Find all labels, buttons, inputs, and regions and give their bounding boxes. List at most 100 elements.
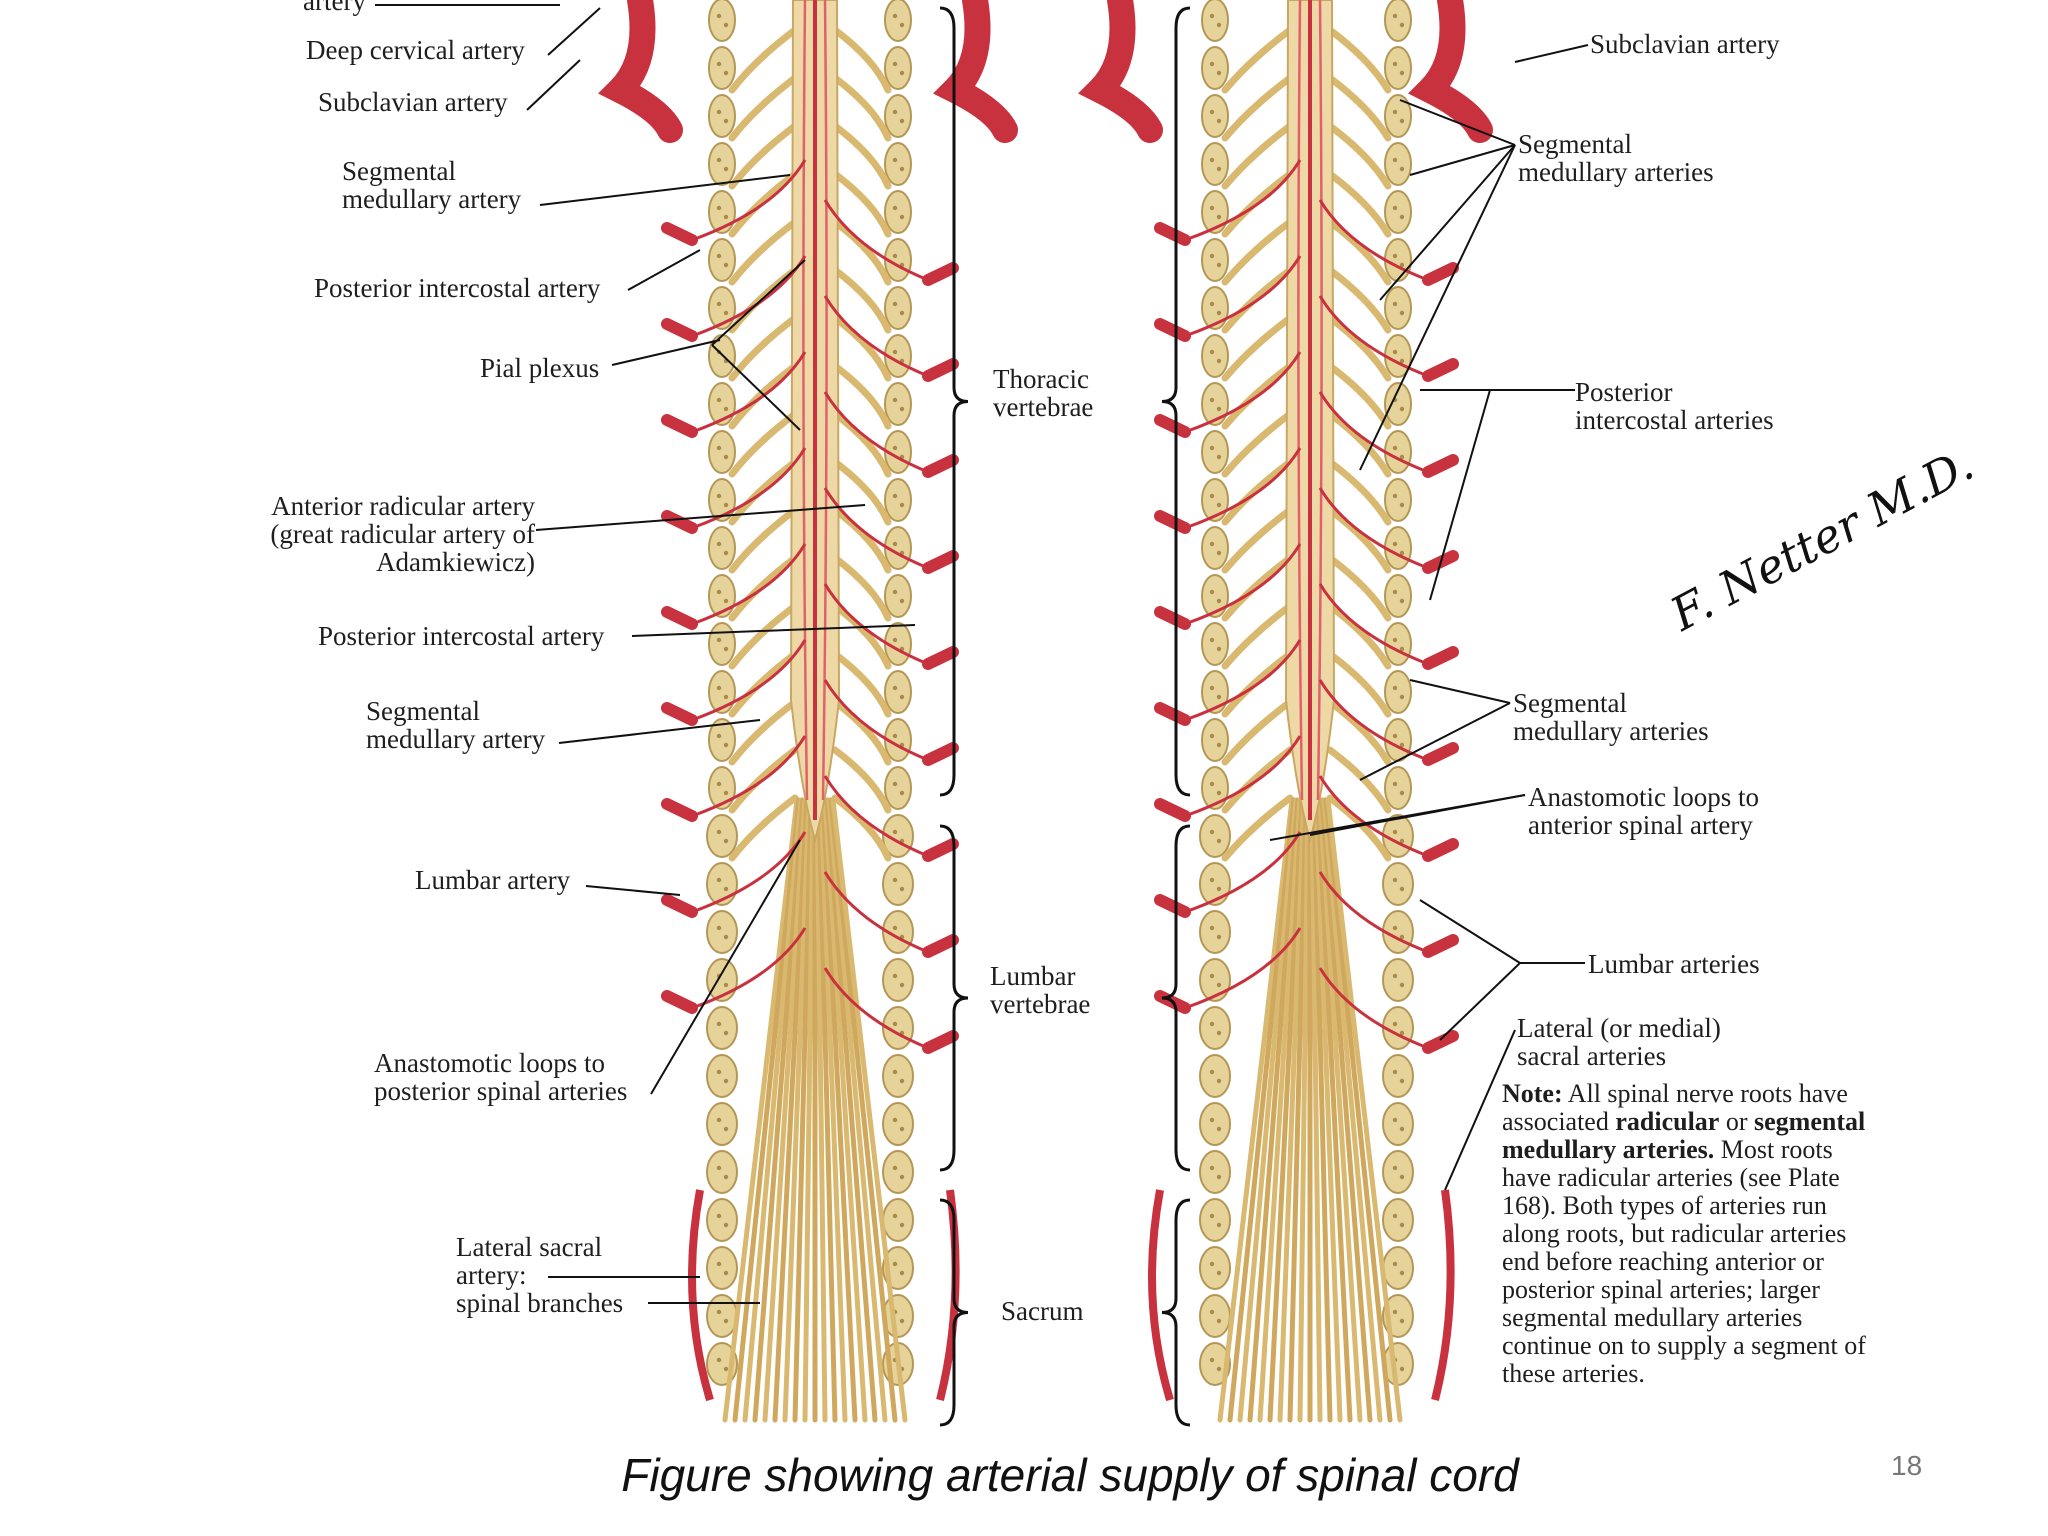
vertebra-spot <box>716 637 722 643</box>
vertebra-spot <box>1399 982 1405 988</box>
vertebra-spot <box>1216 886 1222 892</box>
thoracic-brace-right <box>1161 6 1191 797</box>
vertebra-body <box>1382 1246 1414 1290</box>
vertebra-body <box>1384 0 1412 42</box>
vertebra-spot <box>892 1213 898 1219</box>
vertebra-spot <box>1216 1366 1222 1372</box>
vertebra-spot <box>1399 550 1405 556</box>
leader-line <box>1444 1029 1516 1191</box>
vertebra-spot <box>1399 1222 1405 1228</box>
vertebra-body <box>1384 190 1412 234</box>
nerve-root <box>831 122 892 190</box>
vertebra-spot <box>1399 598 1405 604</box>
vertebra-spot <box>1399 886 1405 892</box>
nerve-root <box>1221 170 1294 238</box>
cauda-equina-strand <box>1311 797 1333 1423</box>
vertebra-spot <box>899 310 905 316</box>
vertebra-body <box>1384 286 1412 330</box>
vertebra-spot <box>1209 1261 1215 1267</box>
vertebra-spot <box>716 253 722 259</box>
leader-line <box>558 719 761 744</box>
nerve-root <box>1326 746 1392 814</box>
vertebra-spot <box>723 1174 729 1180</box>
vertebra-body <box>1384 94 1412 138</box>
vertebra-spot <box>1216 166 1222 172</box>
vertebra-spot <box>716 829 722 835</box>
vertebra-spot <box>1392 61 1398 67</box>
cauda-equina-strand <box>822 797 868 1423</box>
nerve-root <box>1326 698 1392 766</box>
vertebra-spot <box>716 877 722 883</box>
cauda-equina-strand <box>1325 797 1403 1423</box>
nerve-root <box>1221 602 1294 670</box>
vertebra-spot <box>1216 1318 1222 1324</box>
vertebra-spot <box>1216 70 1222 76</box>
vertebra-spot <box>892 13 898 19</box>
vertebra-spot <box>899 214 905 220</box>
vertebra-body <box>1382 1198 1414 1242</box>
intercostal-artery-stub <box>1154 222 1191 246</box>
vertebra-spot <box>1399 358 1405 364</box>
vertebra-spot <box>1216 502 1222 508</box>
nerve-root <box>1326 650 1392 718</box>
nerve-root <box>1326 122 1392 190</box>
vertebra-spot <box>1209 637 1215 643</box>
vertebra-body <box>884 382 912 426</box>
cauda-equina-strand <box>742 797 804 1423</box>
vertebra-spot <box>723 406 729 412</box>
vertebra-spot <box>1392 1117 1398 1123</box>
vertebra-spot <box>899 982 905 988</box>
nerve-root <box>728 650 799 718</box>
segmental-artery <box>1184 543 1302 626</box>
vertebra-spot <box>716 493 722 499</box>
subclavian-artery-shape <box>598 0 683 143</box>
leader-line <box>627 249 701 291</box>
vertebra-body <box>1199 1342 1231 1386</box>
vertebra-spot <box>716 13 722 19</box>
label-artery-top: artery <box>303 0 366 16</box>
nerve-root <box>1326 74 1392 142</box>
intercostal-artery-stub <box>1422 742 1459 766</box>
vertebra-body <box>884 0 912 42</box>
vertebra-spot <box>1216 1222 1222 1228</box>
vertebra-spot <box>716 925 722 931</box>
vertebra-body <box>882 862 914 906</box>
nerve-root <box>728 26 799 94</box>
vertebra-spot <box>1399 406 1405 412</box>
vertebra-spot <box>723 694 729 700</box>
vertebra-body <box>1201 142 1229 186</box>
vertebra-spot <box>723 886 729 892</box>
intercostal-artery-stub <box>1422 454 1459 478</box>
label-lateral-medial-sacral-arteries: Lateral (or medial)sacral arteries <box>1517 1013 1721 1071</box>
vertebra-spot <box>1209 1213 1215 1219</box>
vertebra-spot <box>1392 637 1398 643</box>
vertebra-body <box>708 622 736 666</box>
vertebra-body <box>706 1150 738 1194</box>
vertebra-body <box>1199 862 1231 906</box>
vertebra-spot <box>899 598 905 604</box>
brackets-layer <box>939 6 1191 1427</box>
vertebra-spot <box>1209 589 1215 595</box>
vertebra-spot <box>723 22 729 28</box>
vertebra-spot <box>892 589 898 595</box>
vertebra-body <box>706 1102 738 1146</box>
cauda-equina-strand <box>752 797 806 1423</box>
leader-line <box>1439 962 1521 1041</box>
vertebra-spot <box>716 1309 722 1315</box>
vertebra-spot <box>1216 598 1222 604</box>
cauda-equina-strand <box>1237 797 1299 1423</box>
leader-line <box>711 344 801 431</box>
vertebra-spot <box>1209 877 1215 883</box>
vertebra-spot <box>1392 205 1398 211</box>
vertebra-spot <box>1399 22 1405 28</box>
vertebra-spot <box>1399 1174 1405 1180</box>
vertebra-spot <box>1209 1069 1215 1075</box>
nerve-root <box>1326 218 1392 286</box>
vertebra-spot <box>892 541 898 547</box>
vertebra-spot <box>899 22 905 28</box>
